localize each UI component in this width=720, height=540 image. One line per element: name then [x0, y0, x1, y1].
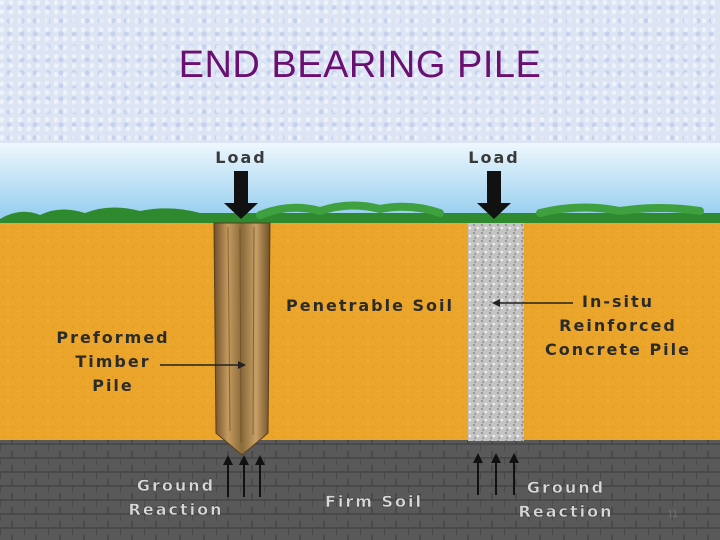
ground-reaction-arrows-right — [473, 453, 519, 495]
load-label-left: Load — [215, 148, 266, 167]
ground-reaction-right-line1: Ground — [527, 478, 605, 497]
penetrable-soil-label: Penetrable Soil — [286, 296, 454, 315]
concrete-pile — [468, 223, 524, 441]
firm-soil-label: Firm Soil — [325, 492, 423, 511]
load-arrow-left — [224, 171, 258, 219]
page-number: 11 — [667, 509, 678, 520]
load-label-right: Load — [468, 148, 519, 167]
ground-reaction-arrows-left — [223, 455, 265, 497]
insitu-label-line1: In-situ — [582, 292, 654, 311]
ground-reaction-left-line2: Reaction — [129, 500, 224, 519]
preformed-label-line3: Pile — [92, 376, 134, 395]
ground-reaction-right-line2: Reaction — [519, 502, 614, 521]
firm-soil-layer — [0, 440, 720, 540]
load-arrow-right — [477, 171, 511, 219]
ground-reaction-left-line1: Ground — [137, 476, 215, 495]
slide-title: END BEARING PILE — [178, 44, 542, 86]
insitu-label-line3: Concrete Pile — [545, 340, 691, 359]
preformed-label-line1: Preformed — [56, 328, 169, 347]
grass-line — [0, 207, 720, 227]
preformed-label-line2: Timber — [75, 352, 150, 371]
pile-diagram: Load Load Penetrable Soil Preformed Timb… — [0, 143, 720, 540]
penetrable-soil-layer — [0, 223, 720, 440]
insitu-label-line2: Reinforced — [559, 316, 677, 335]
timber-pile — [213, 222, 271, 456]
